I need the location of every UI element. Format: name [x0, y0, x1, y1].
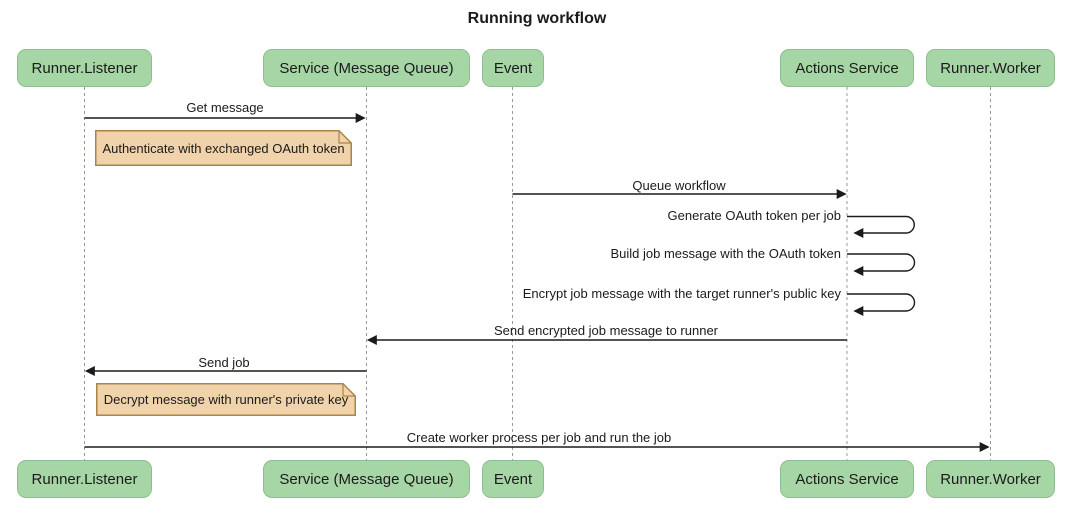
note-body: [96, 383, 356, 416]
note-background: [95, 130, 352, 166]
message-label-queue-workflow: Queue workflow: [632, 178, 726, 193]
diagram-title: Running workflow: [467, 10, 607, 27]
actor-top-service-message-queue: Service (Message Queue): [263, 49, 470, 87]
actor-label: Service (Message Queue): [279, 59, 454, 77]
actor-label: Actions Service: [795, 59, 899, 77]
note-background: [96, 383, 356, 416]
message-label-build-job-message: Build job message with the OAuth token: [610, 246, 841, 261]
note-text: Authenticate with exchanged OAuth token: [102, 140, 345, 156]
message-label-send-encrypted-job-message: Send encrypted job message to runner: [493, 323, 719, 338]
note-body: [95, 130, 352, 166]
message-label-create-worker-process: Create worker process per job and run th…: [406, 430, 672, 445]
actor-bottom-runner-listener: Runner.Listener: [17, 460, 152, 498]
actor-label: Runner.Listener: [31, 470, 138, 488]
self-arrow-generate-oauth-token: [847, 215, 915, 238]
actor-top-event: Event: [482, 49, 544, 87]
actor-top-actions-service: Actions Service: [780, 49, 914, 87]
actor-bottom-service-message-queue: Service (Message Queue): [263, 460, 470, 498]
message-label-send-job: Send job: [198, 355, 250, 370]
message-label-generate-oauth-token: Generate OAuth token per job: [667, 208, 841, 223]
actor-bottom-event: Event: [482, 460, 544, 498]
actor-label: Service (Message Queue): [279, 470, 454, 488]
actor-top-runner-worker: Runner.Worker: [926, 49, 1055, 87]
message-label-get-message: Get message: [186, 100, 264, 115]
actor-label: Actions Service: [795, 470, 899, 488]
actor-label: Runner.Worker: [940, 59, 1041, 77]
note-authenticate-oauth: Authenticate with exchanged OAuth token: [95, 130, 352, 166]
self-arrow-encrypt-job-message: [847, 293, 916, 316]
self-arrow-build-job-message: [847, 253, 916, 276]
actor-label: Event: [493, 59, 533, 77]
note-text: Decrypt message with runner's private ke…: [103, 392, 349, 407]
actor-top-runner-listener: Runner.Listener: [17, 49, 152, 87]
actor-label: Event: [493, 470, 533, 488]
actor-bottom-actions-service: Actions Service: [780, 460, 914, 498]
actor-bottom-runner-worker: Runner.Worker: [926, 460, 1055, 498]
message-label-encrypt-job-message: Encrypt job message with the target runn…: [522, 286, 841, 301]
note-decrypt-private-key: Decrypt message with runner's private ke…: [96, 383, 356, 416]
actor-label: Runner.Listener: [31, 59, 138, 77]
note-fold-icon: [342, 383, 356, 397]
note-fold-icon: [338, 130, 352, 144]
actor-label: Runner.Worker: [940, 470, 1041, 488]
